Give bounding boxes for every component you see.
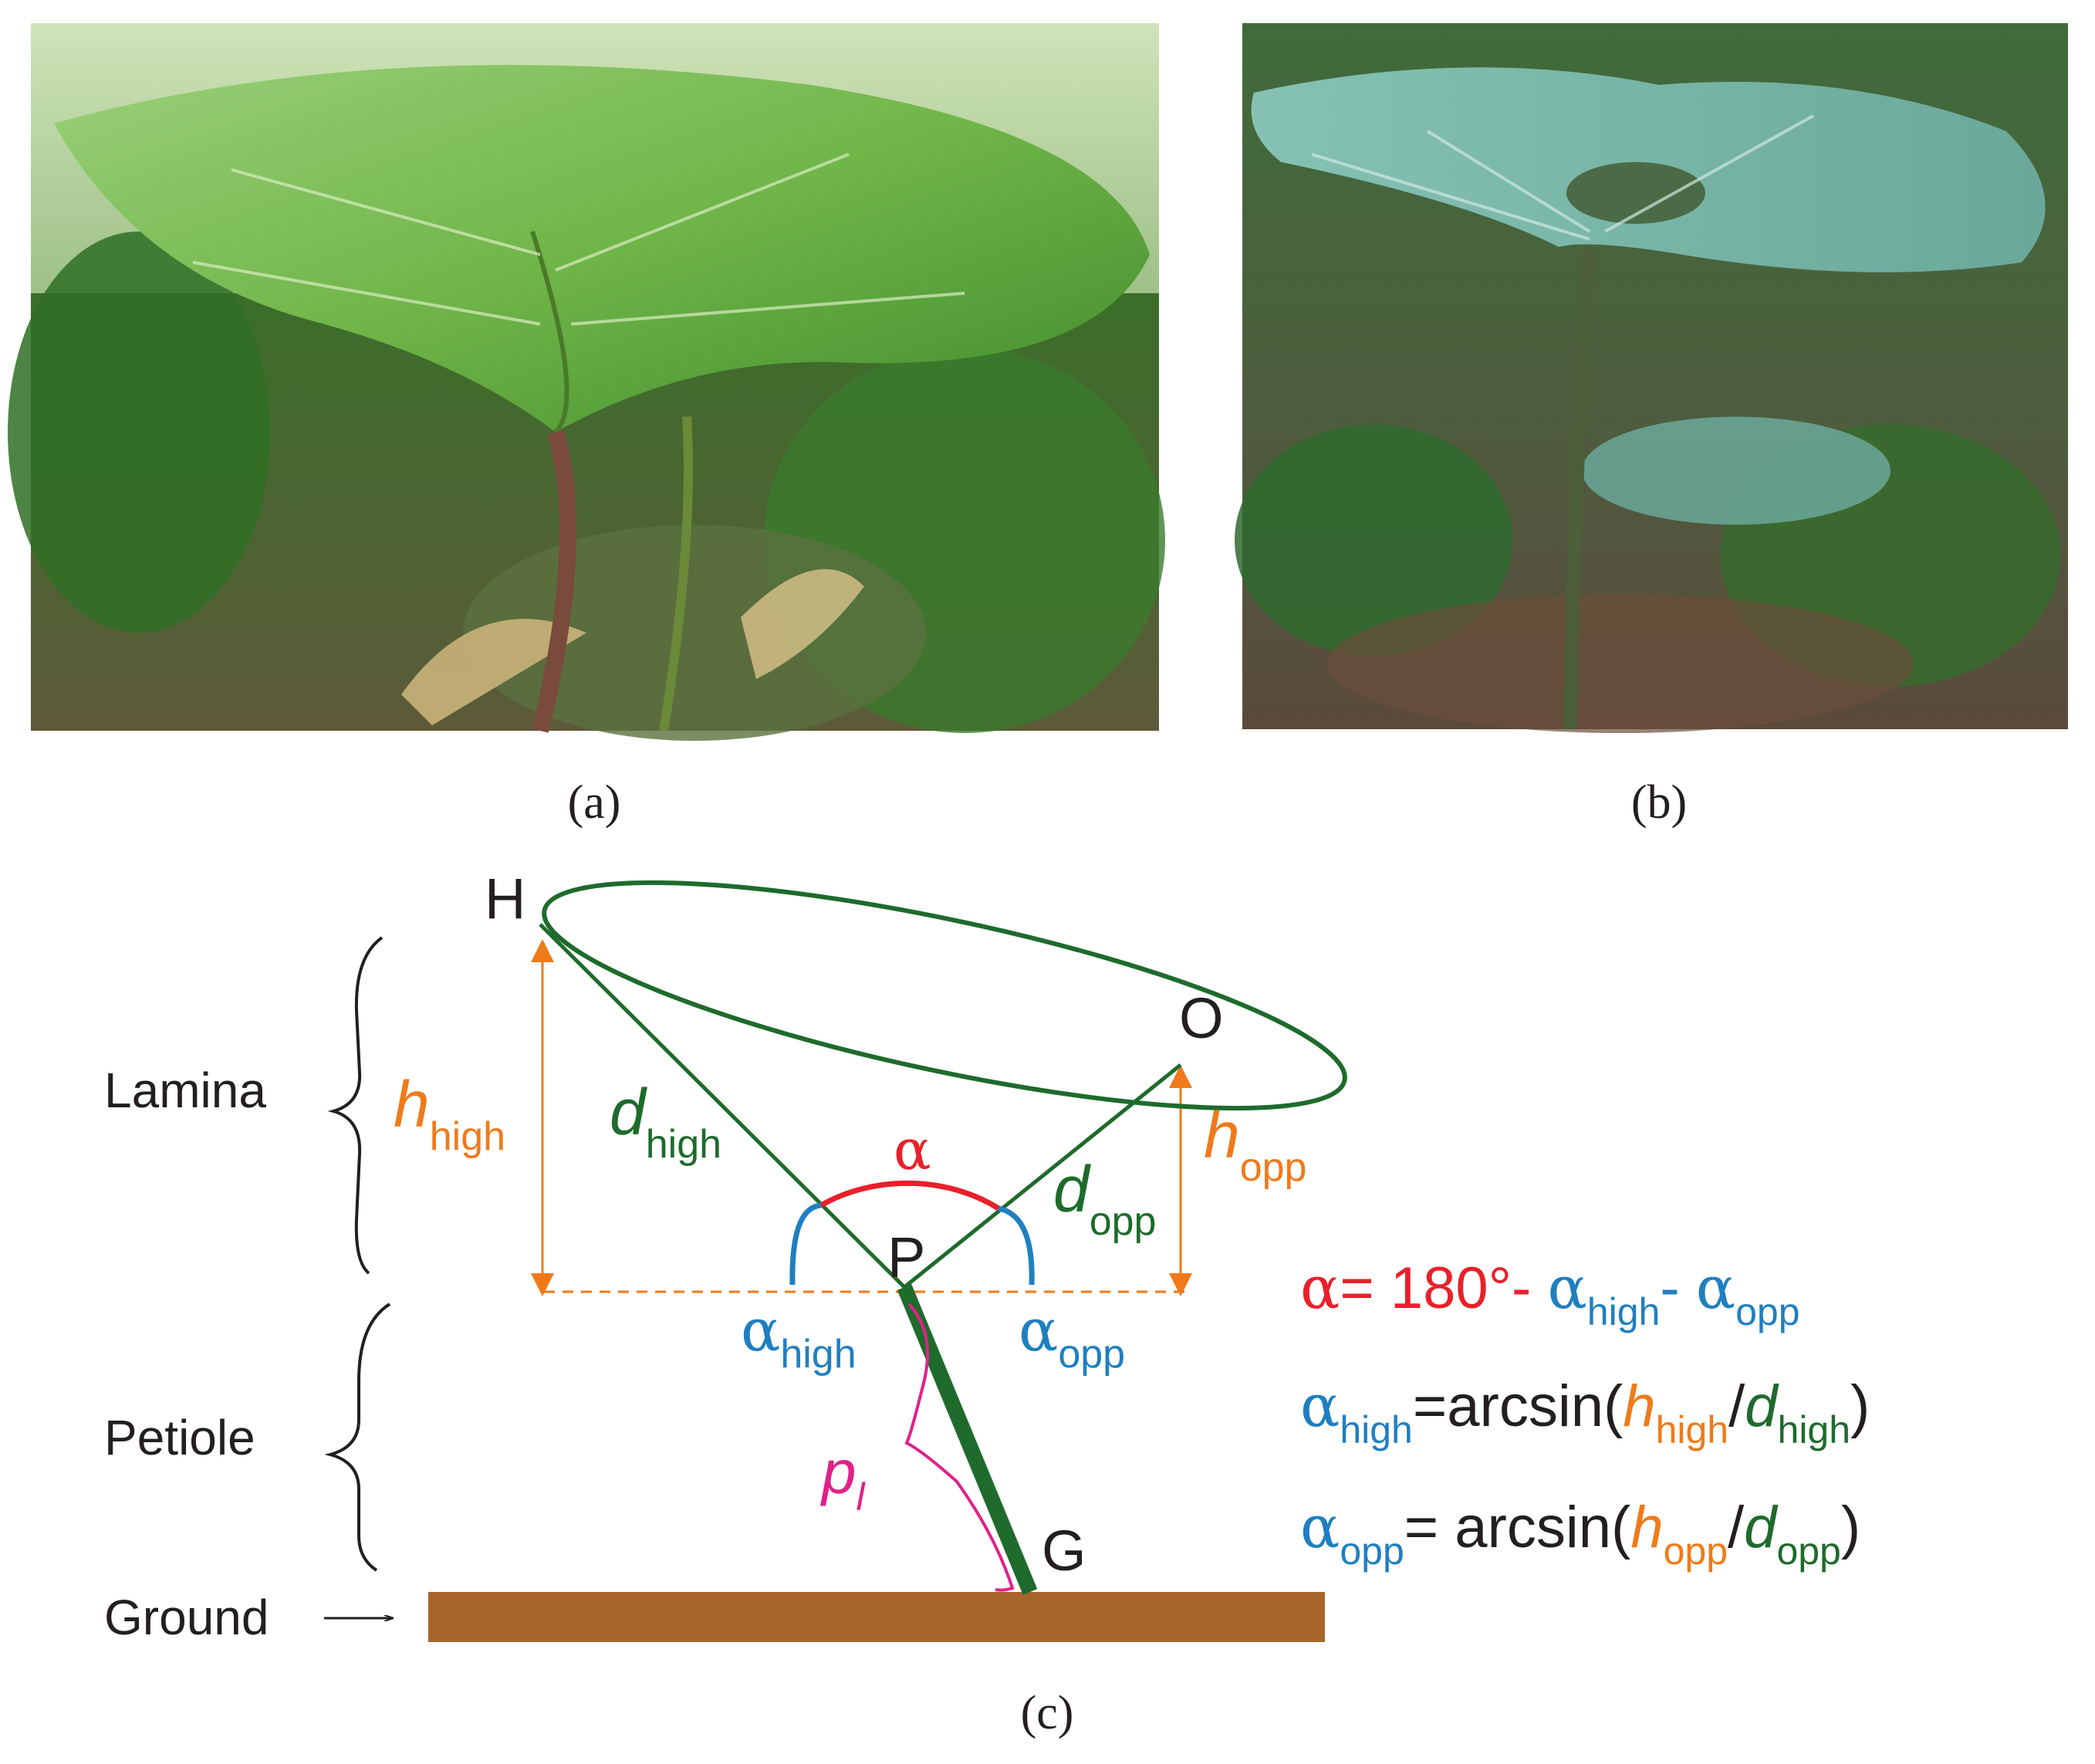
ground-bar [428,1592,1325,1642]
label-h-opp: hopp [1204,1099,1306,1190]
alpha-high-arc [789,1202,822,1286]
point-o: O [1179,986,1224,1050]
d-high-line [539,923,906,1289]
point-p: P [887,1225,925,1289]
label-h-high: hhigh [394,1068,505,1159]
petiole-line [897,1284,1038,1595]
label-ground: Ground [104,1590,269,1645]
caption-c: (c) [1021,1687,1074,1739]
label-pl: pl [820,1438,867,1519]
equation-alpha: α= 180°- αhigh- αopp [1300,1253,1800,1333]
photo-a [8,23,1165,741]
equation-alpha-opp: αopp= arcsin(hopp/dopp) [1300,1492,1860,1573]
photo-b [1235,23,2068,733]
pl-brace [904,1303,1015,1592]
label-d-high: dhigh [610,1076,721,1167]
diagram-c: Lamina Petiole Ground H O P G hhigh dhig… [104,867,1870,1645]
label-d-opp: dopp [1053,1153,1156,1244]
equation-alpha-high: αhigh=arcsin(hhigh/dhigh) [1300,1371,1870,1451]
label-alpha-opp: αopp [1019,1296,1125,1377]
alpha-arc [819,1180,1000,1211]
label-alpha-high: αhigh [741,1296,857,1377]
point-h: H [485,867,525,931]
alpha-opp-arc [998,1205,1035,1286]
caption-a: (a) [568,776,621,829]
lamina-brace [327,936,384,1275]
label-alpha: α [894,1117,931,1182]
caption-b: (b) [1631,776,1687,829]
petiole-brace [324,1303,391,1572]
lamina-ellipse [542,880,1347,1111]
label-petiole: Petiole [104,1410,255,1465]
d-opp-line [903,1063,1182,1289]
label-lamina: Lamina [104,1063,266,1118]
point-g: G [1042,1519,1086,1583]
